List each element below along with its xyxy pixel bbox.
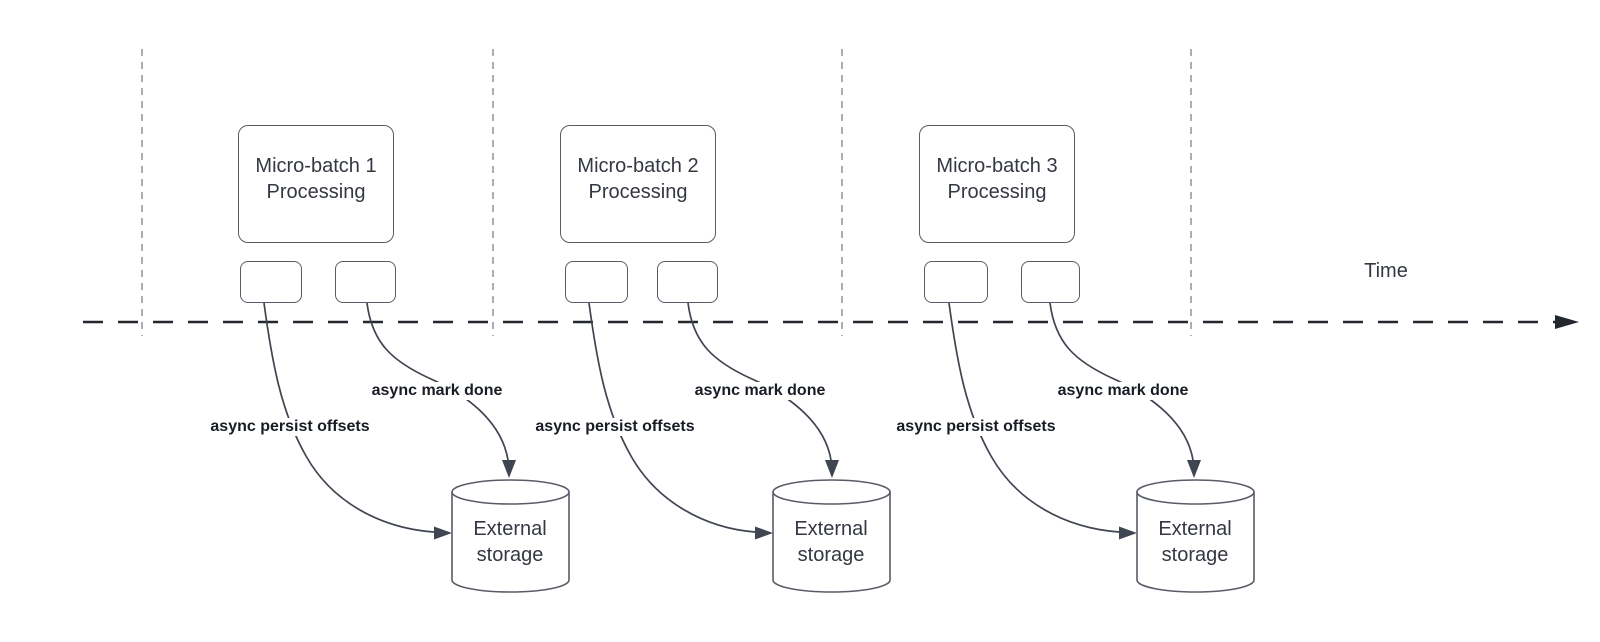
time-axis-label: Time — [1364, 260, 1408, 282]
offset-commit-box-3b — [1021, 261, 1080, 303]
persist-offsets-arrow-2 — [588, 302, 756, 533]
offset-commit-box-2a — [565, 261, 628, 303]
external-storage-label-1-line1: External — [473, 518, 547, 540]
external-storage-cylinder-3 — [1136, 479, 1255, 593]
persist-offsets-arrow-3 — [948, 302, 1120, 533]
mark-done-arrow-1 — [366, 302, 509, 461]
mark-done-arrowhead-icon-2 — [825, 460, 839, 478]
offset-commit-box-3a — [924, 261, 988, 303]
micro-batch-3-title-line2: Processing — [947, 181, 1047, 203]
persist-offsets-arrowhead-icon-1 — [434, 526, 452, 540]
micro-batch-1-processing-box: Micro-batch 1 Processing — [238, 125, 394, 243]
mark-done-arrow-2 — [687, 302, 832, 461]
persist-offsets-arrowhead-icon-3 — [1119, 526, 1137, 540]
mark-done-arrowhead-icon-1 — [502, 460, 516, 478]
external-storage-label-2-line1: External — [794, 518, 868, 540]
external-storage-label-3: External storage — [1135, 516, 1255, 568]
mark-done-label-3: async mark done — [1054, 382, 1192, 400]
external-storage-cylinder-lid-2 — [772, 491, 891, 505]
micro-batch-3-processing-box: Micro-batch 3 Processing — [919, 125, 1075, 243]
mark-done-arrowhead-icon-3 — [1187, 460, 1201, 478]
micro-batch-2-title-line1: Micro-batch 2 — [577, 155, 699, 177]
micro-batch-2-title-line2: Processing — [588, 181, 688, 203]
external-storage-cylinder-2 — [772, 479, 891, 593]
mark-done-label-1: async mark done — [368, 382, 506, 400]
mark-done-arrow-3 — [1049, 302, 1194, 461]
external-storage-label-1: External storage — [450, 516, 570, 568]
external-storage-label-3-line2: storage — [1161, 544, 1229, 566]
offset-commit-box-2b — [657, 261, 718, 303]
external-storage-label-3-line1: External — [1158, 518, 1232, 540]
external-storage-cylinder-lid-3 — [1136, 491, 1255, 505]
offset-commit-box-1a — [240, 261, 302, 303]
offset-commit-box-1b — [335, 261, 396, 303]
persist-offsets-arrow-1 — [263, 302, 435, 533]
micro-batch-3-title-line1: Micro-batch 3 — [936, 155, 1058, 177]
external-storage-cylinder-1 — [451, 479, 570, 593]
mark-done-label-2: async mark done — [691, 382, 829, 400]
micro-batch-2-processing-box: Micro-batch 2 Processing — [560, 125, 716, 243]
micro-batch-1-title-line2: Processing — [266, 181, 366, 203]
persist-offsets-label-3: async persist offsets — [893, 418, 1059, 436]
persist-offsets-label-2: async persist offsets — [532, 418, 698, 436]
external-storage-label-2-line2: storage — [797, 544, 865, 566]
external-storage-label-2: External storage — [771, 516, 891, 568]
time-axis-arrowhead-icon — [1555, 315, 1579, 329]
persist-offsets-arrowhead-icon-2 — [755, 526, 773, 540]
external-storage-label-1-line2: storage — [476, 544, 544, 566]
micro-batch-1-title-line1: Micro-batch 1 — [255, 155, 377, 177]
persist-offsets-label-1: async persist offsets — [207, 418, 373, 436]
external-storage-cylinder-lid-1 — [451, 491, 570, 505]
